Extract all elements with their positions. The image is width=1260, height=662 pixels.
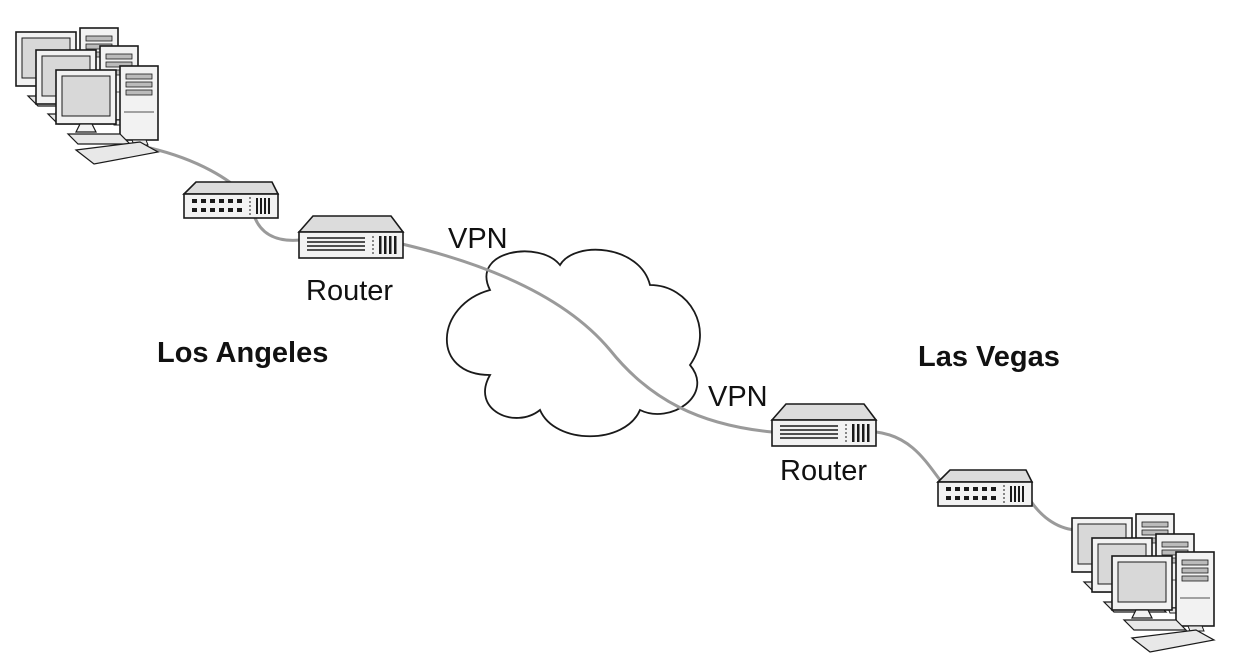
- computer-cluster-icon: [1071, 513, 1215, 632]
- cable-lv-switch-to-pcs: [1028, 498, 1077, 532]
- router-icon: [298, 215, 404, 259]
- router-icon: [771, 403, 877, 447]
- internet-cloud-icon: [445, 248, 701, 437]
- keyboard-icon: [74, 141, 160, 165]
- cable-la-switch-to-router: [253, 216, 302, 242]
- network-switch-icon: [183, 181, 279, 219]
- site-label-los-angeles: Los Angeles: [157, 337, 328, 369]
- router-label-right: Router: [780, 455, 867, 487]
- vpn-label-left: VPN: [448, 223, 508, 255]
- computer-cluster-icon: [15, 27, 159, 146]
- vpn-label-right: VPN: [708, 381, 768, 413]
- keyboard-icon: [1130, 629, 1216, 653]
- site-label-las-vegas: Las Vegas: [918, 341, 1060, 373]
- cable-vpn-tunnel: [400, 242, 774, 434]
- network-switch-icon: [937, 469, 1033, 507]
- cable-lv-router-to-switch: [874, 430, 942, 482]
- router-label-left: Router: [306, 275, 393, 307]
